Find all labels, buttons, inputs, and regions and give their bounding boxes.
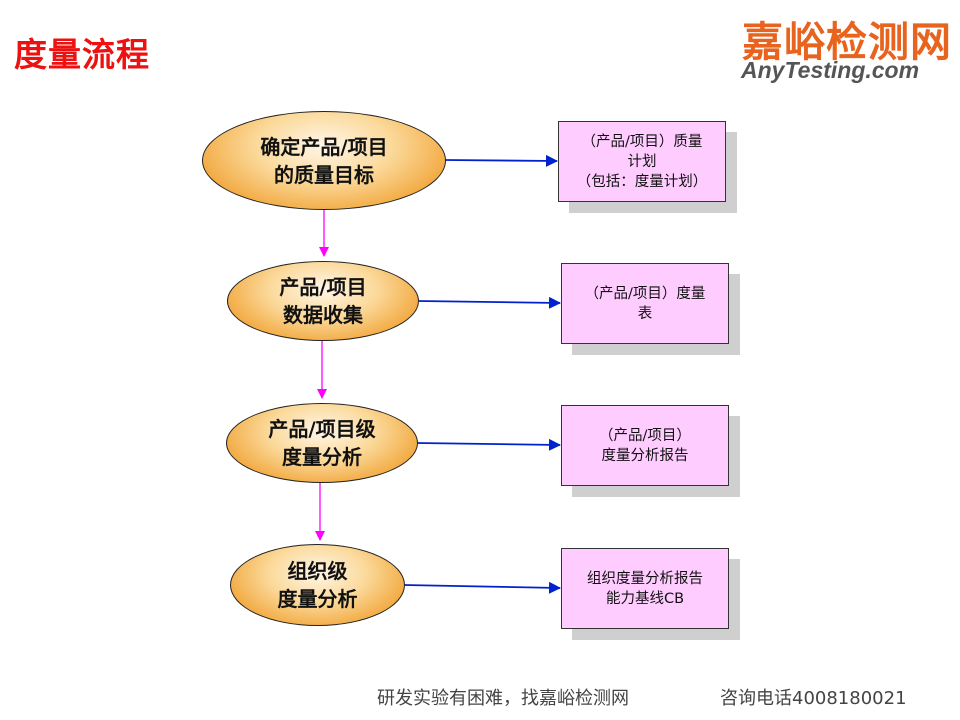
output-node-org-report: 组织度量分析报告 能力基线CB bbox=[561, 548, 740, 640]
node-label-line-1: 产品/项目 bbox=[279, 275, 367, 299]
flow-arrow-right-1 bbox=[444, 154, 558, 167]
node-label-line-2: 度量分析 bbox=[282, 445, 362, 469]
process-node-org-analysis: 组织级 度量分析 bbox=[230, 544, 405, 626]
output-node-measurement-table: （产品/项目）度量 表 bbox=[561, 263, 740, 355]
node-label-line-2: 度量分析 bbox=[277, 587, 358, 611]
node-label-line-2: 的质量目标 bbox=[274, 162, 374, 187]
logo-english: AnyTesting.com bbox=[741, 57, 920, 83]
box-label-line-2: 表 bbox=[637, 305, 653, 322]
footer-slogan: 研发实验有困难，找嘉峪检测网 bbox=[377, 688, 629, 709]
node-label-line-1: 产品/项目级 bbox=[268, 417, 376, 441]
footer-phone: 咨询电话4008180021 bbox=[720, 688, 907, 709]
box-label-line-2: 能力基线CB bbox=[605, 590, 685, 607]
box-label-line-1: （产品/项目）质量 bbox=[581, 133, 703, 150]
page-title: 度量流程 bbox=[14, 35, 150, 74]
flow-arrow-right-2 bbox=[418, 296, 561, 309]
logo-chinese: 嘉峪检测网 bbox=[742, 18, 952, 66]
process-node-project-analysis: 产品/项目级 度量分析 bbox=[226, 403, 418, 483]
box-label-line-3: （包括：度量计划） bbox=[576, 173, 708, 190]
box-label-line-2: 度量分析报告 bbox=[601, 447, 689, 464]
box-label-line-1: （产品/项目） bbox=[599, 427, 691, 444]
output-node-quality-plan: （产品/项目）质量 计划 （包括：度量计划） bbox=[558, 121, 737, 213]
process-node-data-collection: 产品/项目 数据收集 bbox=[227, 261, 419, 341]
box-label-line-2: 计划 bbox=[627, 153, 657, 170]
process-node-quality-goals: 确定产品/项目 的质量目标 bbox=[202, 111, 446, 210]
node-label-line-1: 组织级 bbox=[287, 559, 348, 583]
node-label-line-1: 确定产品/项目 bbox=[260, 134, 388, 159]
node-label-line-2: 数据收集 bbox=[283, 303, 363, 327]
box-label-line-1: （产品/项目）度量 bbox=[584, 285, 706, 302]
box-label-line-1: 组织度量分析报告 bbox=[587, 570, 703, 587]
output-node-analysis-report: （产品/项目） 度量分析报告 bbox=[561, 405, 740, 497]
flow-arrow-right-4 bbox=[403, 581, 561, 594]
flow-arrow-right-3 bbox=[416, 438, 561, 451]
